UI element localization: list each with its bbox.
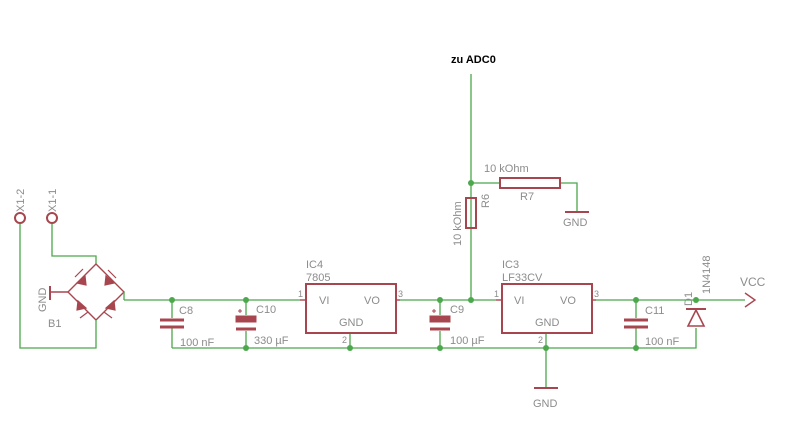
vcc-arrow-icon [744, 292, 757, 308]
diode-d1[interactable] [686, 308, 706, 327]
ic4-pin-1: 1 [298, 289, 303, 299]
junction [468, 180, 474, 186]
wire-ground-bus [172, 328, 697, 349]
ic4-pin-2: 2 [342, 335, 347, 345]
junction [243, 297, 249, 303]
ic3-pin-3: 3 [594, 289, 599, 299]
junctions [169, 180, 699, 351]
c10-value: 330 µF [254, 335, 289, 347]
bridge-rectifier-b1[interactable] [49, 263, 125, 324]
junction [347, 345, 353, 351]
c9-value: 100 µF [450, 335, 485, 347]
ic3-pin-vo: VO [560, 295, 576, 307]
terminal-x1-2[interactable] [14, 212, 26, 224]
junction [243, 345, 249, 351]
wire-x1-1 [51, 223, 97, 264]
gnd-label-r7: GND [563, 217, 588, 229]
regulator-ic3-body[interactable] [501, 283, 593, 334]
junction [437, 345, 443, 351]
terminal-x1-1[interactable] [46, 212, 58, 224]
ic4-pin-gnd: GND [339, 317, 364, 329]
capacitor-c8[interactable] [160, 318, 184, 329]
d1-name: D1 [683, 292, 695, 306]
junction [633, 297, 639, 303]
ic4-pin-3: 3 [398, 289, 403, 299]
r7-value: 10 kOhm [484, 163, 529, 175]
text-labels: zu ADC0 VCC GND GND GND X1-2 X1-1 B1 C8 … [15, 54, 766, 410]
c8-value: 100 nF [180, 337, 215, 349]
c10-name: C10 [256, 304, 276, 316]
wire-r7-right [560, 182, 578, 212]
junction [437, 297, 443, 303]
capacitor-c11[interactable] [624, 318, 648, 329]
ic3-pin-1: 1 [494, 289, 499, 299]
wire-x1-2 [19, 223, 97, 349]
c9-name: C9 [450, 304, 464, 316]
bridge-label: B1 [48, 318, 61, 330]
ic4-pin-vo: VO [364, 295, 380, 307]
c8-name: C8 [179, 305, 193, 317]
connector-label-x1-2: X1-2 [15, 189, 27, 212]
symbols [14, 177, 757, 389]
resistor-r6[interactable] [465, 197, 477, 229]
net-label-vcc: VCC [740, 275, 766, 289]
junction [169, 297, 175, 303]
ic3-pin-vi: VI [514, 295, 524, 307]
ic4-pin-vi: VI [319, 295, 329, 307]
ic3-value: LF33CV [502, 272, 543, 284]
junction [543, 345, 549, 351]
net-label-adc: zu ADC0 [451, 54, 496, 66]
r6-value: 10 kOhm [452, 201, 464, 246]
resistor-r7[interactable] [499, 177, 561, 189]
wires [19, 74, 745, 388]
ic4-value: 7805 [306, 272, 330, 284]
capacitor-c10[interactable] [235, 309, 257, 331]
ic3-pin-2: 2 [538, 335, 543, 345]
gnd-label-main: GND [533, 398, 558, 410]
junction [633, 345, 639, 351]
capacitor-c9[interactable] [429, 309, 451, 331]
r6-name: R6 [480, 194, 492, 208]
r7-name: R7 [520, 191, 534, 203]
ic3-name: IC3 [502, 259, 519, 271]
regulator-ic4-body[interactable] [305, 283, 397, 334]
junction [693, 297, 699, 303]
junction [468, 297, 474, 303]
c11-value: 100 nF [645, 336, 680, 348]
d1-value: 1N4148 [701, 255, 713, 294]
c11-name: C11 [645, 305, 664, 317]
ic4-name: IC4 [306, 259, 323, 271]
gnd-label-b1: GND [37, 288, 49, 313]
ic3-pin-gnd: GND [535, 317, 560, 329]
connector-label-x1-1: X1-1 [47, 189, 59, 212]
